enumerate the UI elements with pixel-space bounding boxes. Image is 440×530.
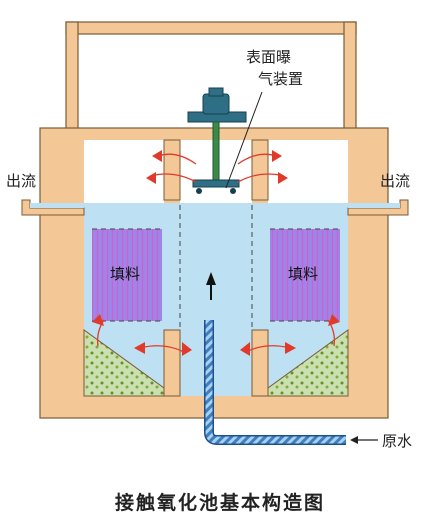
circulation-arrowheads: [92, 150, 340, 356]
arrowhead-mid-right: [182, 342, 192, 356]
impeller-wheel-left: [196, 188, 202, 194]
motor-body: [202, 93, 230, 115]
right-down-flow-curve: [327, 319, 336, 347]
top-frame: [65, 21, 357, 131]
center-partition-left: [163, 139, 181, 201]
right-weir-water: [348, 203, 400, 208]
pipe-stripes: [205, 320, 346, 444]
frame-right-post: [343, 21, 357, 131]
center-lower-post-right: [251, 329, 269, 397]
left-sludge-hopper: [83, 329, 165, 397]
aerator-shaft: [212, 121, 220, 181]
arrowhead-top-right-1: [272, 150, 282, 162]
aerator-label-line-1: 表面曝: [246, 48, 292, 66]
left-headspace: [84, 140, 164, 203]
aerator-leader-line: [225, 91, 263, 189]
arrowhead-top-left-1: [152, 150, 162, 162]
raw-water-arrow-head: [350, 436, 358, 444]
left-down-flow-curve: [96, 319, 105, 347]
motor-cap: [208, 87, 224, 97]
raw-water-pipe: [204, 320, 346, 445]
arrowhead-top-left-2: [146, 172, 156, 184]
frame-top-beam: [65, 21, 357, 35]
arrowhead-top-right-2: [278, 172, 288, 184]
outflow-left-label: 出流: [6, 172, 37, 190]
upflow-arrow: [206, 272, 216, 300]
raw-water-arrow: [350, 436, 378, 444]
impeller-wheel-right: [230, 188, 236, 194]
media-right-label: 填料: [288, 265, 319, 283]
outflow-right-label: 出流: [380, 172, 411, 190]
center-partition-right: [251, 139, 269, 201]
diagram-caption: 接触氧化池基本构造图: [114, 492, 325, 514]
frame-left-post: [65, 21, 79, 131]
media-left-label: 填料: [110, 265, 141, 283]
right-media-block: [270, 229, 340, 321]
impeller-plate: [192, 179, 240, 188]
left-media-block: [92, 229, 162, 321]
center-lower-post-left: [163, 329, 181, 397]
arrowhead-right-edge: [328, 314, 340, 326]
raw-water-label: 原水: [382, 432, 413, 450]
arrowhead-left-edge: [92, 314, 104, 326]
aerator-label-line-2: 气装置: [258, 70, 304, 88]
left-weir-water: [30, 203, 84, 208]
surface-aerator: [187, 87, 247, 194]
upflow-arrow-head: [206, 272, 216, 285]
arrowhead-bottom-left: [134, 342, 145, 354]
arrowhead-mid-left: [240, 342, 250, 356]
arrowhead-bottom-right: [285, 342, 296, 354]
right-headspace: [268, 140, 348, 203]
right-sludge-hopper: [267, 329, 349, 397]
